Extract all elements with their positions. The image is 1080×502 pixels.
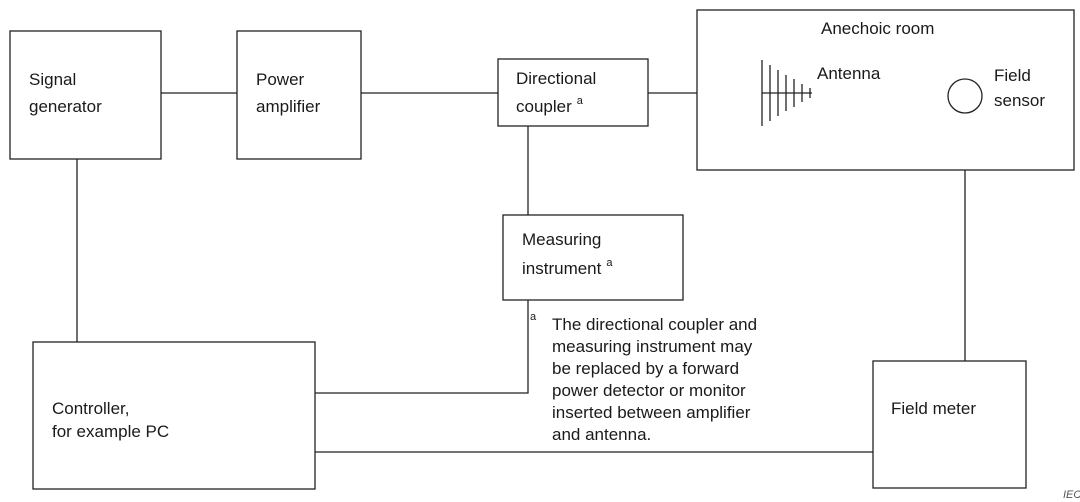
svg-text:Controller,: Controller, (52, 399, 129, 418)
directional-coupler-label-line2: coupler (516, 97, 572, 116)
iec-corner-tag: IEC (1063, 489, 1080, 501)
signal-generator-block (9, 30, 162, 160)
field-meter-block (872, 360, 1027, 489)
svg-text:amplifier: amplifier (256, 97, 321, 116)
measuring-instrument-label-line2: instrument (522, 259, 602, 278)
svg-text:Field: Field (994, 66, 1031, 85)
measuring-instrument-label-line1: Measuring (522, 230, 601, 249)
svg-text:Signal: Signal (29, 70, 76, 89)
power-amplifier-label-line1: Power (256, 70, 305, 89)
footnote-marker: a (530, 311, 537, 323)
measuring-instrument-footnote-marker: a (606, 257, 613, 269)
field-sensor-label-line1: Field (994, 66, 1031, 85)
controller-label-line2: for example PC (52, 422, 169, 441)
antenna-label: Antenna (817, 64, 881, 83)
directional-coupler-block (497, 58, 649, 127)
controller-label-line1: Controller, (52, 399, 129, 418)
footnote: a The directional coupler and measuring … (530, 311, 757, 444)
svg-text:sensor: sensor (994, 91, 1045, 110)
svg-text:Directional: Directional (516, 69, 596, 88)
svg-text:for example PC: for example PC (52, 422, 169, 441)
field-sensor-label-line2: sensor (994, 91, 1045, 110)
directional-coupler-footnote-marker: a (577, 95, 584, 107)
footnote-line-3: be replaced by a forward (552, 359, 739, 378)
svg-text:Measuring: Measuring (522, 230, 601, 249)
footnote-line-2: measuring instrument may (552, 337, 753, 356)
antenna-icon (761, 60, 812, 126)
field-meter-label: Field meter (891, 399, 976, 418)
power-amplifier-block (236, 30, 362, 160)
footnote-line-4: power detector or monitor (552, 381, 746, 400)
signal-generator-label-line2: generator (29, 97, 102, 116)
footnote-line-5: inserted between amplifier (552, 403, 751, 422)
svg-text:Power: Power (256, 70, 305, 89)
controller-block (32, 341, 316, 490)
power-amplifier-label-line2: amplifier (256, 97, 321, 116)
measuring-instrument-block (502, 214, 684, 301)
footnote-line-6: and antenna. (552, 425, 651, 444)
footnote-line-1: The directional coupler and (552, 315, 757, 334)
anechoic-room-label: Anechoic room (821, 19, 934, 38)
wire-measuring-instrument-to-controller (315, 300, 529, 394)
field-sensor-icon (947, 78, 983, 114)
svg-text:generator: generator (29, 97, 102, 116)
signal-generator-label-line1: Signal (29, 70, 76, 89)
anechoic-room-block (696, 9, 1075, 171)
directional-coupler-label-line1: Directional (516, 69, 596, 88)
